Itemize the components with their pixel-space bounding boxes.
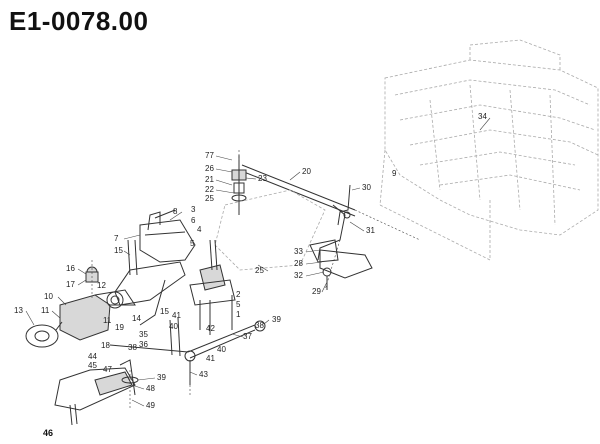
callout-3: 3	[191, 205, 196, 214]
callout-38-left: 38	[128, 343, 137, 352]
callout-18: 18	[101, 341, 110, 350]
callout-15-upper: 15	[114, 246, 123, 255]
callout-34: 34	[478, 112, 487, 121]
callout-labels: 77 26 21 22 23 25 20 30 31 34 9 8 7 15 5…	[14, 112, 487, 438]
callout-49: 49	[146, 401, 155, 410]
callout-13: 13	[14, 306, 23, 315]
lower-linkage	[109, 317, 266, 385]
callout-45: 45	[88, 361, 97, 370]
callout-43: 43	[199, 370, 208, 379]
callout-36: 36	[139, 340, 148, 349]
callout-8: 8	[173, 207, 178, 216]
mount-plate-ghost	[214, 189, 326, 271]
callout-1: 1	[236, 310, 241, 319]
callout-6: 6	[191, 216, 196, 225]
callout-25-lower: 25	[255, 266, 264, 275]
callout-41-lower: 41	[206, 354, 215, 363]
callout-30: 30	[362, 183, 371, 192]
callout-4: 4	[197, 225, 202, 234]
callout-40-lower: 40	[217, 345, 226, 354]
callout-22: 22	[205, 185, 214, 194]
callout-33: 33	[294, 247, 303, 256]
callout-9: 9	[392, 169, 397, 178]
callout-11-center: 11	[103, 316, 112, 325]
callout-25-upper: 25	[205, 194, 214, 203]
callout-48: 48	[146, 384, 155, 393]
bushing-stack	[231, 155, 247, 215]
assembly-guide-lines	[91, 150, 341, 410]
callout-77: 77	[205, 151, 214, 160]
callout-40-upper: 40	[169, 322, 178, 331]
callout-5-upper: 5	[190, 239, 195, 248]
callout-47: 47	[103, 365, 112, 374]
callout-39-right: 39	[272, 315, 281, 324]
callout-42: 42	[206, 324, 215, 333]
callout-2: 2	[236, 290, 241, 299]
callout-11-left: 11	[41, 306, 50, 315]
page-title: E1-0078.00	[9, 6, 149, 36]
callout-20: 20	[302, 167, 311, 176]
callout-28: 28	[294, 259, 303, 268]
callout-38-right: 38	[255, 321, 264, 330]
center-block	[189, 239, 236, 335]
bracket-7	[139, 209, 196, 263]
callout-26: 26	[205, 164, 214, 173]
pivot-rod-20	[241, 164, 421, 241]
callout-44: 44	[88, 352, 97, 361]
callout-39-lower: 39	[157, 373, 166, 382]
callout-12: 12	[97, 281, 106, 290]
callout-29: 29	[312, 287, 321, 296]
callout-41-upper: 41	[172, 311, 181, 320]
callout-23: 23	[258, 174, 267, 183]
callout-5-lower: 5	[236, 300, 241, 309]
callout-37: 37	[243, 332, 252, 341]
callout-21: 21	[205, 175, 214, 184]
chassis-frame-ghost	[379, 39, 599, 261]
callout-16: 16	[66, 264, 75, 273]
callout-14: 14	[132, 314, 141, 323]
callout-46: 46	[43, 428, 53, 438]
callout-7: 7	[114, 234, 119, 243]
quadrant-plate	[309, 239, 373, 290]
callout-19: 19	[115, 323, 124, 332]
callout-15-lower: 15	[160, 307, 169, 316]
callout-17: 17	[66, 280, 75, 289]
lever-arm-30	[317, 184, 351, 261]
callout-35: 35	[139, 330, 148, 339]
callout-31: 31	[366, 226, 375, 235]
callout-10: 10	[44, 292, 53, 301]
callout-leaders	[25, 117, 491, 407]
callout-32: 32	[294, 271, 303, 280]
